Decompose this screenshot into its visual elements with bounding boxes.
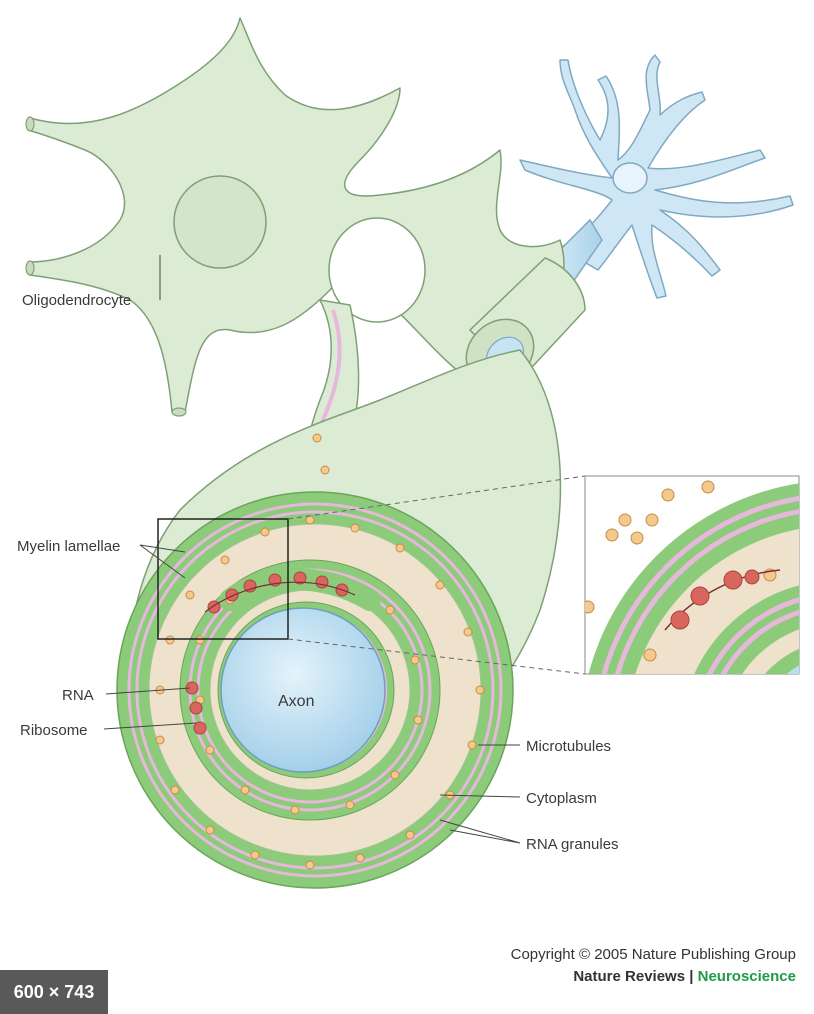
journal-line: Nature Reviews | Neuroscience: [511, 966, 796, 988]
axon: [220, 607, 386, 773]
image-size-badge: 600 × 743: [0, 970, 108, 1014]
label-cytoplasm: Cytoplasm: [526, 790, 597, 807]
rna-granules: [155, 433, 485, 870]
label-oligodendrocyte: Oligodendrocyte: [22, 292, 131, 309]
myelin-cross-section: [116, 491, 514, 889]
label-microtubules: Microtubules: [526, 738, 611, 755]
journal-subject: Neuroscience: [697, 968, 796, 985]
oligodendrocyte-nucleus: [173, 175, 267, 269]
label-myelin-lamellae: Myelin lamellae: [17, 538, 120, 555]
label-rna-granules: RNA granules: [526, 836, 619, 853]
leader-lines: [103, 255, 521, 844]
journal-name: Nature Reviews: [573, 968, 686, 985]
zoom-region-box: [157, 518, 289, 640]
rna-strand: [204, 581, 356, 613]
copyright-line: Copyright © 2005 Nature Publishing Group: [510, 946, 796, 963]
journal-separator: |: [685, 968, 698, 985]
copyright-credit: Copyright © 2005 Nature Publishing Group…: [511, 944, 796, 988]
label-rna: RNA: [62, 687, 94, 704]
label-axon: Axon: [278, 693, 314, 710]
label-ribosome: Ribosome: [20, 722, 88, 739]
zoom-inset: [584, 475, 800, 675]
